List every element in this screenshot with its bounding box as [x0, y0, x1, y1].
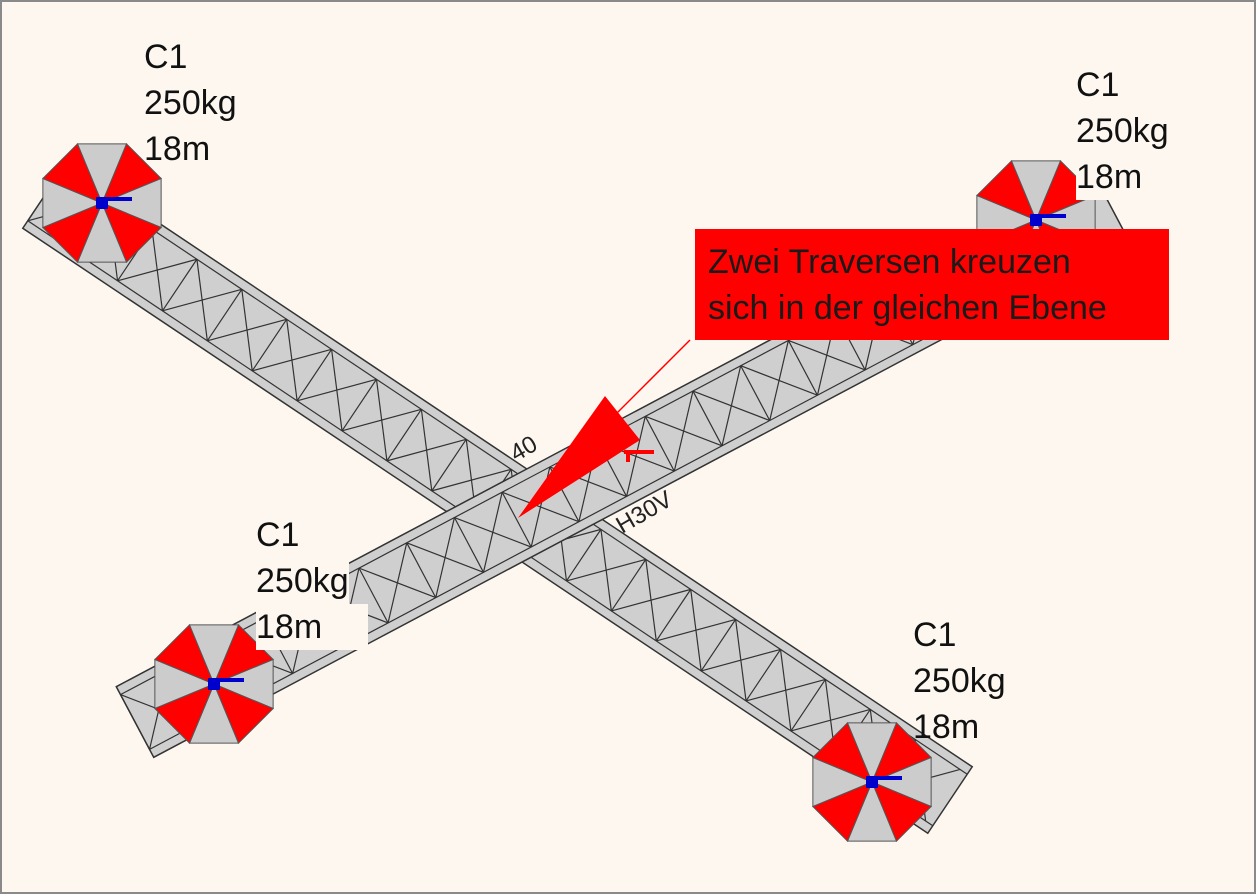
truss-brace [656, 618, 736, 642]
motor-sector [846, 722, 898, 784]
truss-strut [501, 491, 532, 548]
truss-strut [386, 408, 422, 462]
motor-type: C1 [144, 38, 188, 76]
truss-brace [769, 340, 789, 421]
chain-hoist-top-left[interactable] [41, 142, 163, 264]
truss-strut [453, 517, 485, 573]
warning-callout: Zwei Traversen kreuzen sich in der gleic… [695, 229, 1169, 340]
motor-label-bottom-left: C1 250kg 18m [256, 512, 368, 650]
motor-sector [76, 143, 128, 205]
truss-strut [700, 619, 737, 672]
truss-strut [745, 649, 782, 702]
truss-brace [252, 348, 332, 372]
truss-brace [207, 318, 287, 342]
truss-strut [610, 559, 647, 612]
truss-brace [626, 416, 646, 497]
truss-strut [565, 529, 602, 582]
motor-sector [188, 624, 240, 686]
motor-sector [1010, 160, 1062, 222]
truss-strut [790, 679, 826, 732]
truss-brace [745, 678, 826, 702]
motor-load: 250kg [1076, 112, 1169, 150]
truss-strut [119, 694, 151, 750]
truss-brace [387, 542, 408, 624]
motor-height: 18m [256, 604, 368, 650]
truss-strut [406, 542, 437, 598]
truss-strut [644, 416, 675, 472]
truss-strut [692, 390, 723, 447]
truss-strut [358, 567, 389, 624]
truss-strut [787, 340, 818, 396]
callout-arrow [518, 396, 640, 518]
motor-type: C1 [1076, 66, 1120, 104]
truss-strut [431, 438, 467, 492]
truss-brace [117, 258, 198, 282]
motor-label-top-left: C1 250kg 18m [144, 34, 237, 172]
truss-brace [701, 648, 781, 672]
truss-brace [386, 438, 467, 462]
motor-label-top-right: C1 250kg 18m [1076, 62, 1169, 200]
truss-strut [740, 365, 771, 421]
truss-brace [790, 708, 871, 732]
truss-strut [161, 258, 198, 312]
truss-brace [611, 588, 691, 612]
truss-brace [341, 408, 422, 432]
callout-line-2: sich in der gleichen Ebene [708, 289, 1107, 327]
motor-height: 18m [144, 130, 211, 168]
truss-strut [655, 589, 692, 642]
truss-strut [341, 378, 377, 432]
motor-height: 18m [913, 708, 980, 746]
chain-hoist-bottom-right[interactable] [811, 721, 933, 843]
truss-brace [431, 468, 512, 492]
truss-strut [206, 288, 243, 342]
truss-brace [482, 492, 503, 573]
truss-brace [296, 378, 377, 402]
motor-load: 250kg [913, 662, 1006, 700]
motor-type: C1 [256, 516, 300, 554]
motor-load: 250kg [144, 84, 237, 122]
truss-brace [162, 288, 242, 312]
truss-strut [296, 348, 333, 402]
motor-height: 18m [1076, 154, 1143, 200]
truss-brace [566, 558, 646, 582]
truss-chord [61, 168, 968, 775]
callout-leader-line [611, 339, 691, 419]
truss-strut [251, 318, 288, 372]
truss-brace [673, 390, 694, 472]
motor-type: C1 [913, 616, 957, 654]
motor-label-bottom-right: C1 250kg 18m [913, 612, 1006, 750]
truss-brace [435, 517, 456, 598]
chain-hoist-bottom-left[interactable] [153, 623, 275, 745]
truss-brace [721, 365, 742, 446]
callout-line-1: Zwei Traversen kreuzen [708, 243, 1071, 281]
callout-marker [624, 450, 654, 462]
motor-load: 250kg [256, 558, 349, 604]
